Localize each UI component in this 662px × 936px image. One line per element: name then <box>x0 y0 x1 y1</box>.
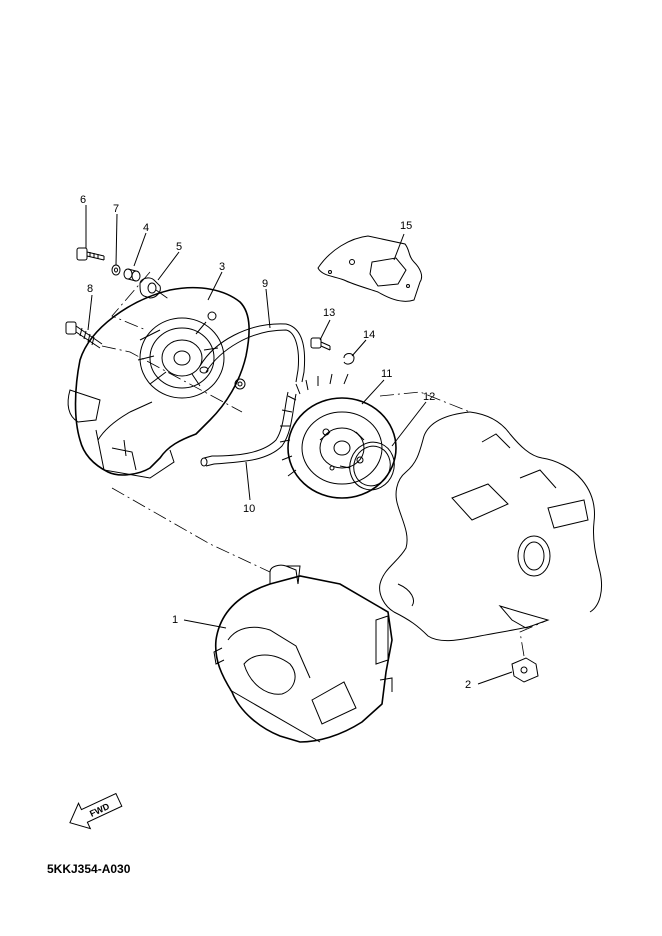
part-6-bolt <box>76 247 105 261</box>
fwd-arrow-icon: FWD <box>69 792 123 830</box>
part-13-bolt <box>310 337 331 351</box>
callout-4: 4 <box>143 222 149 234</box>
part-11-flywheel <box>279 373 397 499</box>
part-5-grommet <box>139 277 161 299</box>
part-2-damper <box>511 657 539 683</box>
part-1-air-shroud <box>213 564 393 743</box>
part-14-clip <box>343 353 355 365</box>
callout-12: 12 <box>423 391 435 403</box>
callout-2: 2 <box>465 679 471 691</box>
part-3-fan-shroud <box>67 286 250 479</box>
callout-11: 11 <box>381 368 392 380</box>
part-8-screw <box>65 321 103 349</box>
callout-13: 13 <box>323 307 335 319</box>
diagram-code: 5KKJ354-A030 <box>47 862 131 876</box>
callout-10: 10 <box>243 503 255 515</box>
callout-9: 9 <box>262 278 268 290</box>
callout-8: 8 <box>87 283 93 295</box>
engine-crankcase <box>379 411 603 642</box>
callout-15: 15 <box>400 220 412 232</box>
callout-14: 14 <box>363 329 375 341</box>
part-12-o-ring <box>349 441 395 491</box>
part-9-10-tube <box>199 323 306 467</box>
callout-1: 1 <box>172 614 178 626</box>
callout-6: 6 <box>80 194 86 206</box>
callout-7: 7 <box>113 203 119 215</box>
callout-5: 5 <box>176 241 182 253</box>
part-7-washer <box>111 264 121 276</box>
part-4-collar <box>123 268 141 282</box>
callout-3: 3 <box>219 261 225 273</box>
part-15-gasket <box>317 235 423 302</box>
